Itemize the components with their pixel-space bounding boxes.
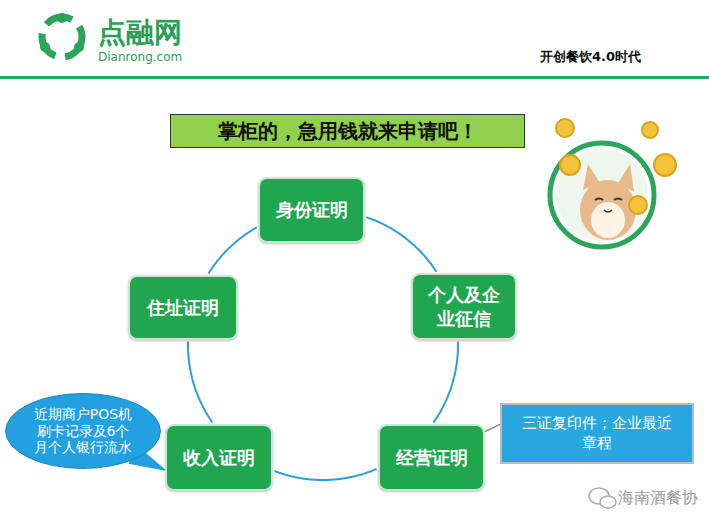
logo-text: 点融网 bbox=[98, 14, 182, 52]
callout-bubble: 近期商户POS机刷卡记录及6个月个人银行流水 bbox=[4, 392, 162, 470]
node-text: 经营证明 bbox=[396, 446, 468, 470]
process-box: 收入证明 bbox=[165, 424, 273, 491]
process-box: 经营证明 bbox=[378, 424, 485, 491]
cycle-arc bbox=[434, 342, 459, 423]
cat-illustration bbox=[550, 119, 676, 247]
process-box: 个人及企业征信 bbox=[411, 273, 517, 340]
node-text: 近期商户POS机刷卡记录及6个月个人银行流水 bbox=[30, 406, 136, 456]
header-slogan: 开创餐饮4.0时代 bbox=[540, 48, 641, 66]
title-banner: 掌柜的，急用钱就来申请吧！ bbox=[170, 114, 525, 148]
process-box: 身份证明 bbox=[258, 177, 365, 243]
node-text: 个人及企业征信 bbox=[421, 283, 507, 331]
node-text: 收入证明 bbox=[183, 446, 255, 470]
wechat-icon bbox=[589, 488, 616, 508]
leader-line bbox=[485, 424, 500, 431]
node-text: 身份证明 bbox=[276, 198, 348, 222]
process-box: 住址证明 bbox=[128, 275, 238, 340]
node-text: 三证复印件；企业最近章程 bbox=[516, 414, 678, 453]
header-rule bbox=[0, 76, 709, 79]
node-text: 住址证明 bbox=[147, 296, 219, 320]
watermark: 海南酒餐协 bbox=[618, 488, 698, 509]
cycle-arc bbox=[188, 341, 213, 422]
cycle-arc bbox=[366, 217, 436, 272]
cycle-arc bbox=[208, 227, 256, 273]
cycle-arc bbox=[275, 469, 377, 480]
callout-box: 三证复印件；企业最近章程 bbox=[500, 403, 694, 464]
bubble-ellipse bbox=[6, 394, 161, 469]
logo-icon bbox=[40, 13, 84, 57]
logo-url: Dianrong.com bbox=[98, 50, 182, 64]
